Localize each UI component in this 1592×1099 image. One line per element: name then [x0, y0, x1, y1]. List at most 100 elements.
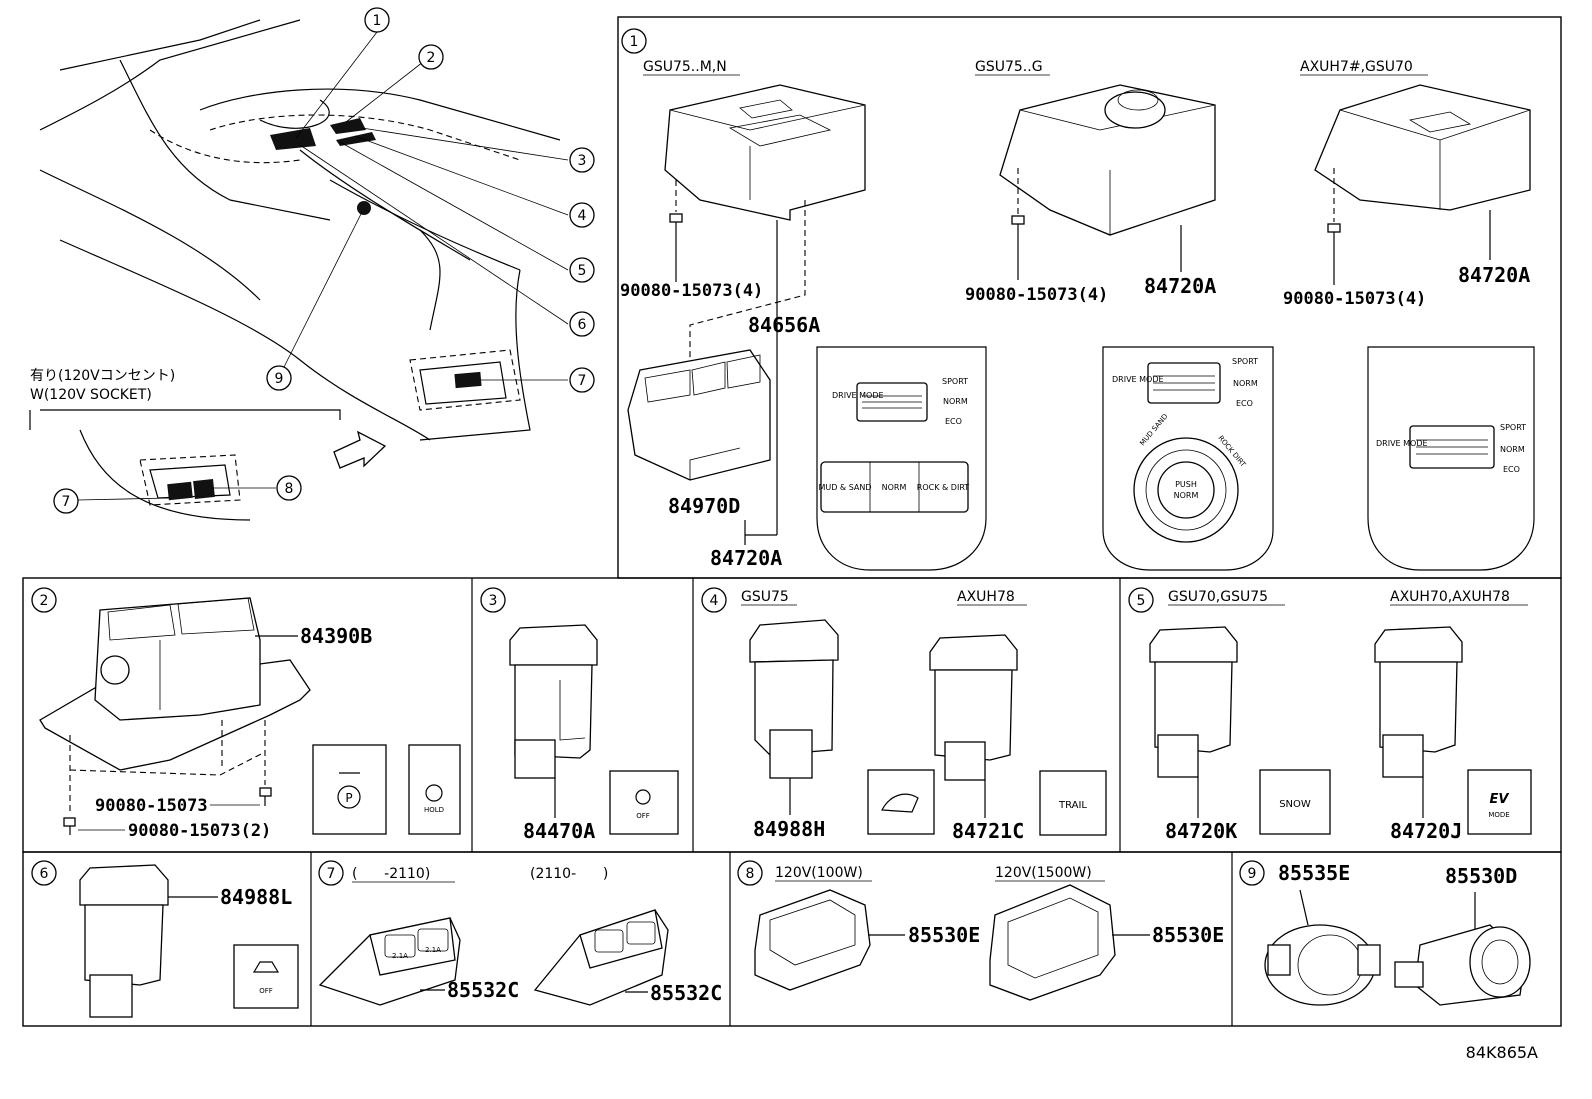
- section-borders: [22, 16, 1562, 1027]
- sec5-icon-snow: SNOW: [1279, 799, 1311, 810]
- section-3-number: 3: [489, 593, 498, 609]
- part-84720J: 84720J: [1390, 819, 1462, 843]
- sec7-amp-1: 2.1A: [392, 952, 408, 960]
- snow-icon: SNOW: [1259, 769, 1331, 835]
- variant-2: GSU75..G: [975, 59, 1043, 75]
- section-1: 1 GSU75..M,N GSU75..G AXUH7#,GSU70: [620, 28, 1535, 571]
- callout-1: 1: [373, 13, 382, 29]
- section-6: 6 84988L OFF: [31, 860, 299, 1018]
- overview-callouts: 1 2 3 4 5 6 7 9 7 8 有り(120Vコンセント) W(120V…: [30, 7, 595, 514]
- section-7: 7 ( -2110) (2110- ) 2.1A 2.1A 85532C 855…: [318, 860, 722, 1006]
- trail-icon: TRAIL: [1039, 770, 1107, 836]
- sec4-variant-1: GSU75: [741, 589, 789, 605]
- part-84721C: 84721C: [952, 819, 1024, 843]
- panel2-sport: SPORT: [1232, 357, 1258, 366]
- bolt-label-2: 90080-15073(4): [965, 285, 1108, 305]
- bolt-icon: [1011, 168, 1025, 280]
- bolt-icon: [669, 180, 683, 282]
- section-2-number: 2: [40, 593, 49, 609]
- sec4-variant-2: AXUH78: [957, 589, 1015, 605]
- panel3-eco: ECO: [1503, 465, 1520, 474]
- section-5-number: 5: [1137, 593, 1146, 609]
- parking-brake-icon: P: [312, 744, 387, 835]
- section-4: 4 GSU75 AXUH78 84988H 84721C TRAIL: [701, 587, 1107, 843]
- section-3: 3 84470A OFF: [480, 587, 679, 843]
- section-1-number: 1: [630, 34, 639, 50]
- part-85535E: 85535E: [1278, 861, 1350, 885]
- callout-9: 9: [275, 371, 284, 387]
- callout-4: 4: [578, 208, 587, 224]
- variant-1: GSU75..M,N: [643, 59, 727, 75]
- sec6-icon-off: OFF: [259, 987, 273, 995]
- part-84720A-a: 84720A: [1144, 274, 1216, 298]
- sec4-icon-trail: TRAIL: [1058, 800, 1087, 811]
- panel1-sport: SPORT: [942, 377, 968, 386]
- panel3-drive-mode: DRIVE MODE: [1376, 439, 1428, 448]
- panel2-push: PUSH: [1175, 480, 1197, 489]
- part-85530E-a: 85530E: [908, 923, 980, 947]
- part-85532C-a: 85532C: [447, 978, 519, 1002]
- drive-mode-panel-1: DRIVE MODE SPORT NORM ECO MUD & SAND NOR…: [816, 346, 987, 571]
- sec5-icon-ev: EV: [1490, 792, 1510, 807]
- panel1-drive-mode: DRIVE MODE: [832, 391, 884, 400]
- ev-mode-icon: EV MODE: [1467, 769, 1532, 835]
- section-9: 9 85535E 85530D: [1239, 860, 1531, 1006]
- panel2-norm-center: NORM: [1174, 491, 1199, 500]
- callout-7: 7: [578, 373, 587, 389]
- part-84470A: 84470A: [523, 819, 595, 843]
- sec5-variant-2: AXUH70,AXUH78: [1390, 589, 1510, 605]
- socket-note-en: W(120V SOCKET): [30, 387, 152, 403]
- bolt-90080-15073: 90080-15073: [95, 796, 208, 816]
- panel3-sport: SPORT: [1500, 423, 1526, 432]
- part-84720A-b: 84720A: [1458, 263, 1530, 287]
- sec7-range-2: (2110- ): [530, 866, 608, 882]
- bolt-icon: [63, 817, 76, 835]
- part-84988L: 84988L: [220, 885, 292, 909]
- brake-hold-icon: HOLD: [408, 744, 461, 835]
- sec7-range-1: ( -2110): [352, 866, 430, 882]
- panel1-eco: ECO: [945, 417, 962, 426]
- bolt-label-1: 90080-15073(4): [620, 281, 763, 301]
- section-9-number: 9: [1248, 866, 1257, 882]
- callout-6: 6: [578, 317, 587, 333]
- part-84720K: 84720K: [1165, 819, 1237, 843]
- section-7-number: 7: [327, 866, 336, 882]
- part-84970D: 84970D: [668, 494, 740, 518]
- sec3-icon-off: OFF: [636, 812, 650, 820]
- section-2: 2 84390B 90080-15073 90080-15073(2) P HO…: [31, 587, 461, 841]
- bolt-icon: [259, 787, 272, 806]
- part-84988H: 84988H: [753, 817, 825, 841]
- callout-3: 3: [578, 153, 587, 169]
- callout-5: 5: [578, 263, 587, 279]
- hold-label: HOLD: [424, 806, 444, 814]
- panel2-drive-mode: DRIVE MODE: [1112, 375, 1164, 384]
- sec8-variant-2: 120V(1500W): [995, 865, 1092, 881]
- bolt-90080-15073-2: 90080-15073(2): [128, 821, 271, 841]
- drive-mode-panel-3: DRIVE MODE SPORT NORM ECO: [1367, 346, 1535, 571]
- sec8-variant-1: 120V(100W): [775, 865, 863, 881]
- sec5-icon-mode: MODE: [1488, 811, 1509, 819]
- part-84390B: 84390B: [300, 624, 372, 648]
- panel2-norm: NORM: [1233, 379, 1258, 388]
- part-85532C-b: 85532C: [650, 981, 722, 1005]
- section-8: 8 120V(100W) 120V(1500W) 85530E 85530E: [737, 860, 1224, 1001]
- socket-note-jp: 有り(120Vコンセント): [30, 368, 175, 384]
- part-84656A: 84656A: [748, 313, 820, 337]
- svg-text:P: P: [345, 791, 352, 805]
- socket-callout-7: 7: [62, 494, 71, 510]
- panel1-btn-norm: NORM: [882, 483, 907, 492]
- bolt-icon: [1327, 168, 1341, 285]
- part-85530E-b: 85530E: [1152, 923, 1224, 947]
- variant-3: AXUH7#,GSU70: [1300, 59, 1413, 75]
- panel3-norm: NORM: [1500, 445, 1525, 454]
- section-6-number: 6: [40, 866, 49, 882]
- section-4-number: 4: [710, 593, 719, 609]
- callout-2: 2: [427, 50, 436, 66]
- console-overview: [29, 19, 569, 521]
- section-8-number: 8: [746, 866, 755, 882]
- socket-callout-8: 8: [285, 481, 294, 497]
- panel1-btn-mud-sand: MUD & SAND: [818, 483, 871, 492]
- part-84720A-c: 84720A: [710, 546, 782, 570]
- section-5: 5 GSU70,GSU75 AXUH70,AXUH78 84720K 84720…: [1128, 587, 1532, 843]
